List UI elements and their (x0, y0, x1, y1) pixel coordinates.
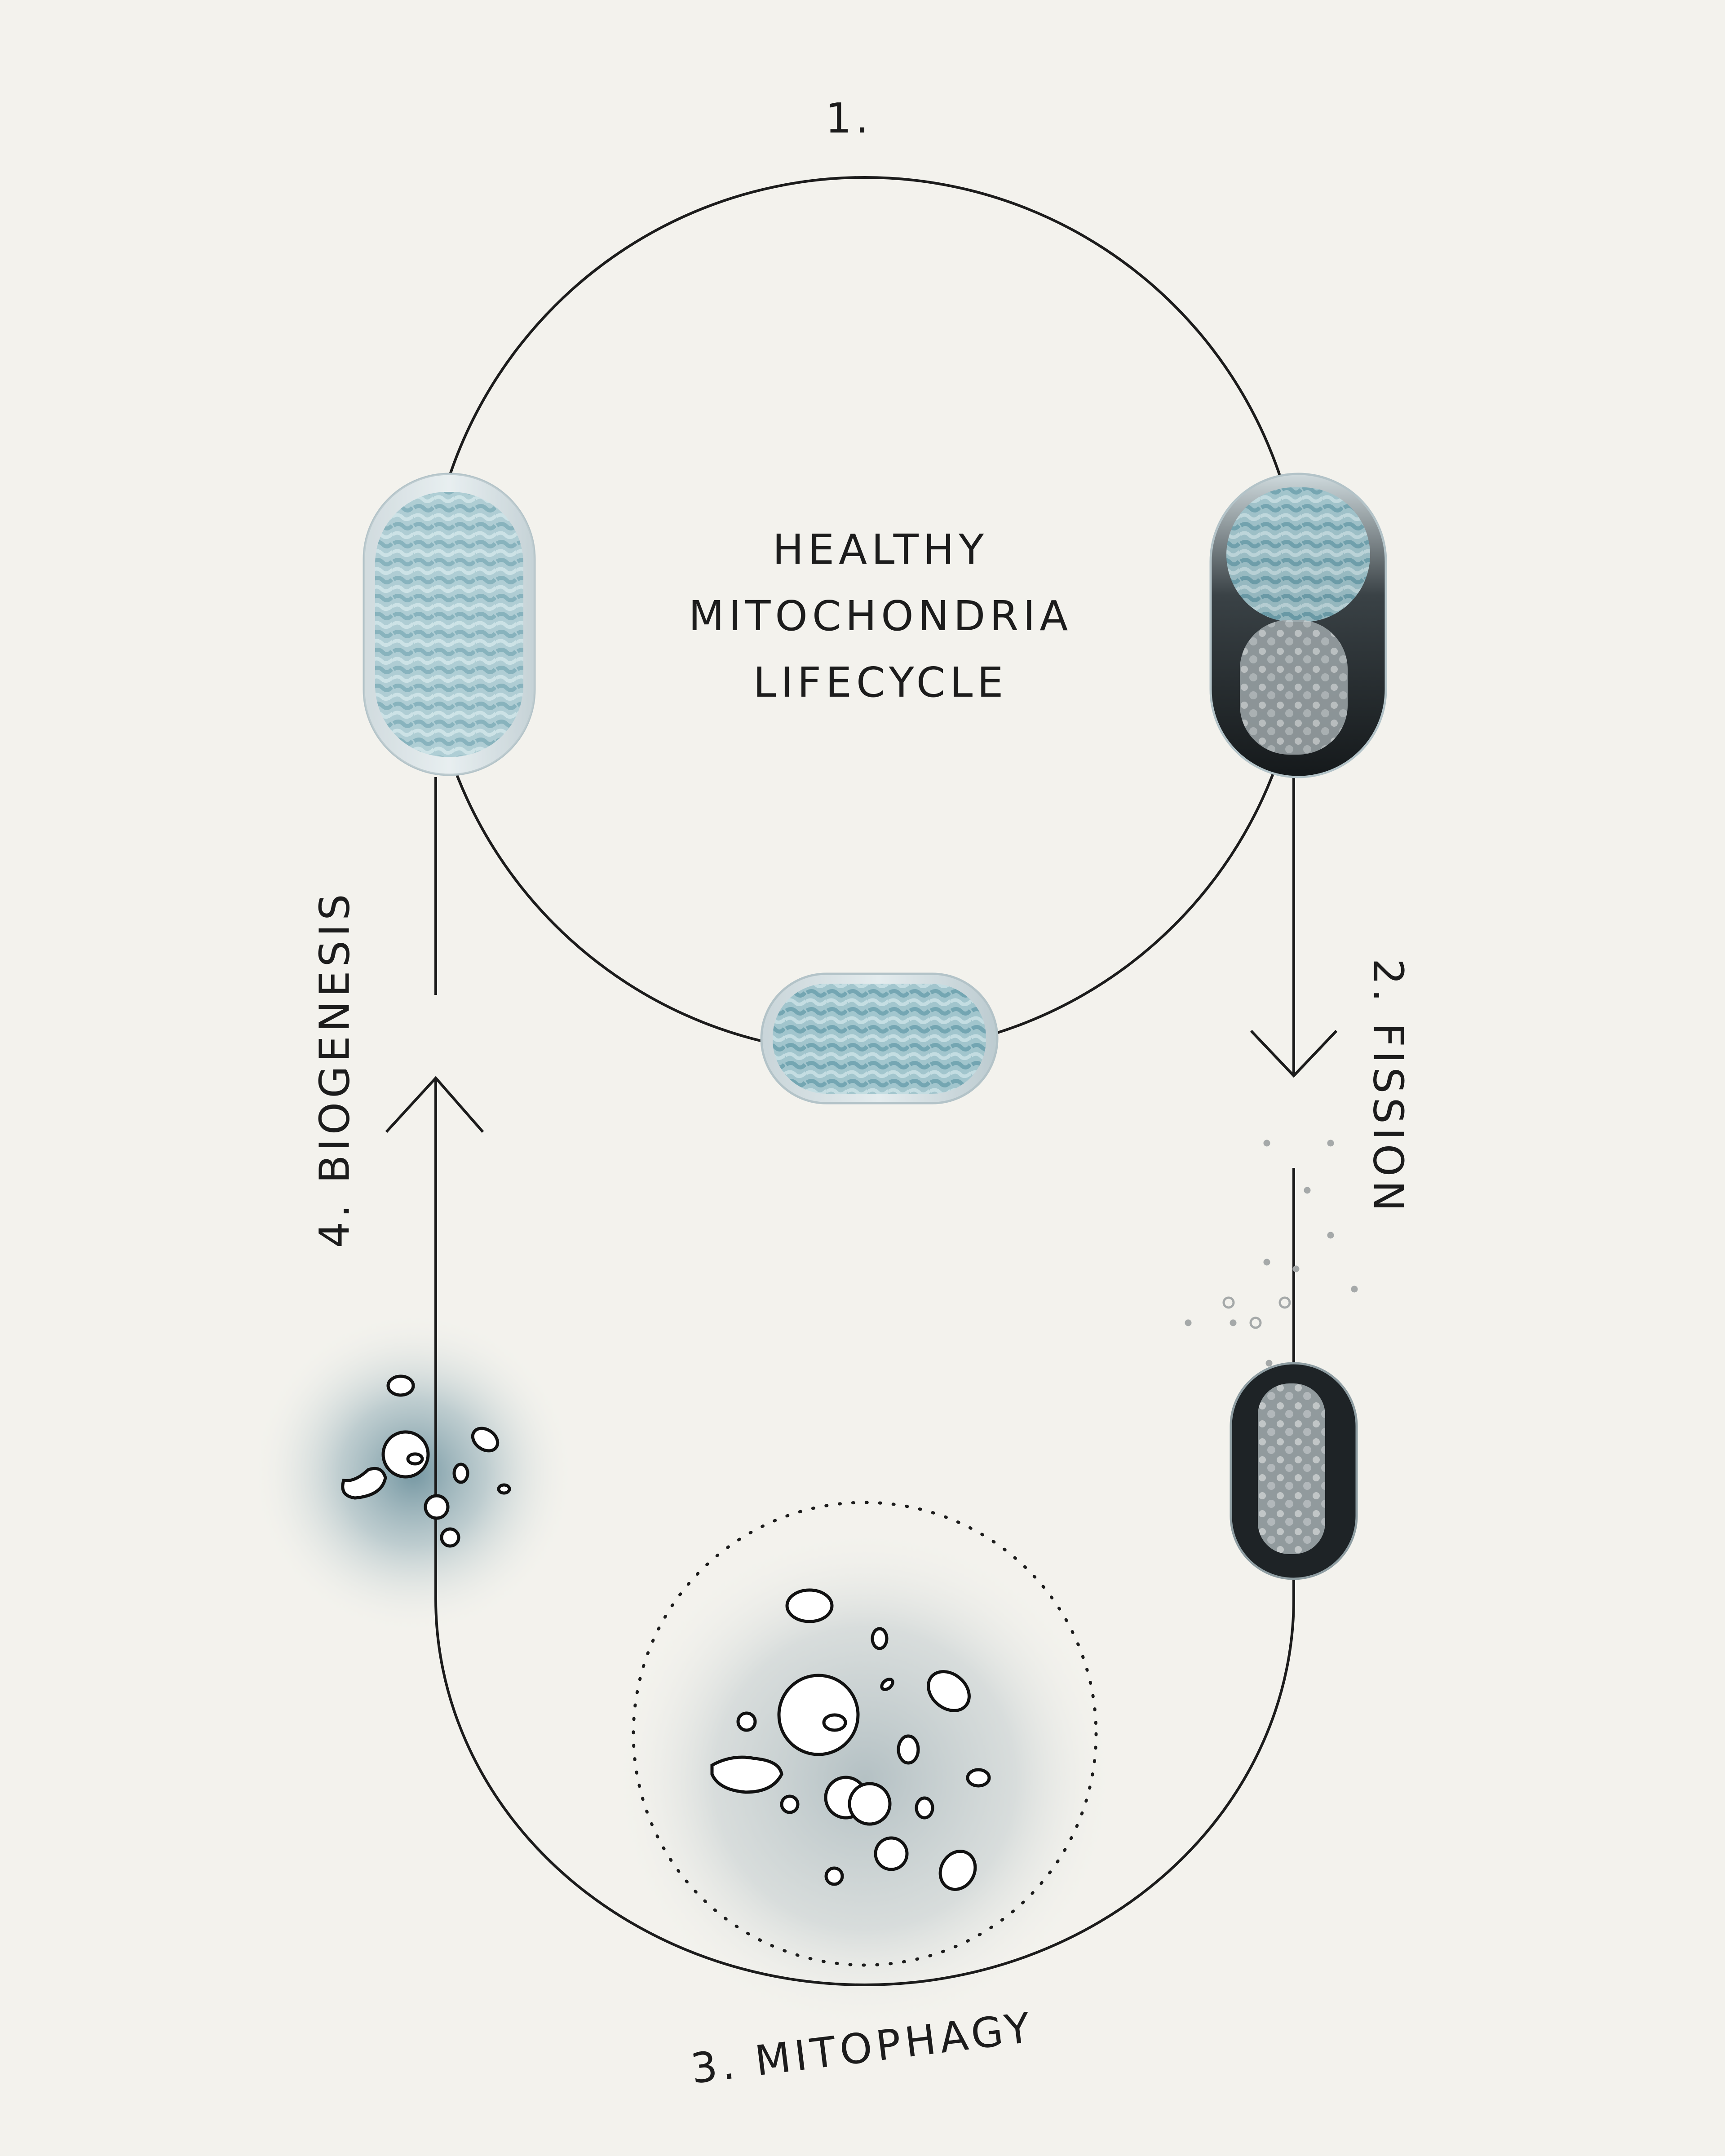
biogenesis-vesicles-icon (341, 1374, 511, 1548)
fission-arrowhead-icon (1250, 1029, 1338, 1078)
lysosome-vesicles-icon (710, 1588, 991, 1891)
step-4-biogenesis-label: 4. BIOGENESIS (310, 890, 359, 1248)
title-line-1: HEALTHY (772, 526, 989, 574)
damaged-mitochondrion-icon (1209, 473, 1387, 778)
healthy-mitochondrion-horizontal-icon (760, 972, 999, 1105)
step-2-fission-label: 2. FISSION (1364, 958, 1412, 1216)
healthy-mitochondrion-icon (363, 473, 536, 776)
mitophagy-curve (434, 1482, 1295, 1986)
mitophagy-glow (613, 1527, 1116, 2030)
step-1-label: 1. (825, 94, 873, 142)
diagram-title: HEALTHY MITOCHONDRIA LIFECYCLE (689, 517, 1073, 716)
title-line-2: MITOCHONDRIA (688, 592, 1073, 640)
dark-mitochondrion-icon (1230, 1362, 1358, 1580)
biogenesis-arrowhead-icon (385, 1076, 484, 1133)
fragment-particles-icon (1185, 1140, 1358, 1367)
title-line-3: LIFECYCLE (753, 658, 1008, 707)
lysosome-boundary (632, 1501, 1098, 1967)
